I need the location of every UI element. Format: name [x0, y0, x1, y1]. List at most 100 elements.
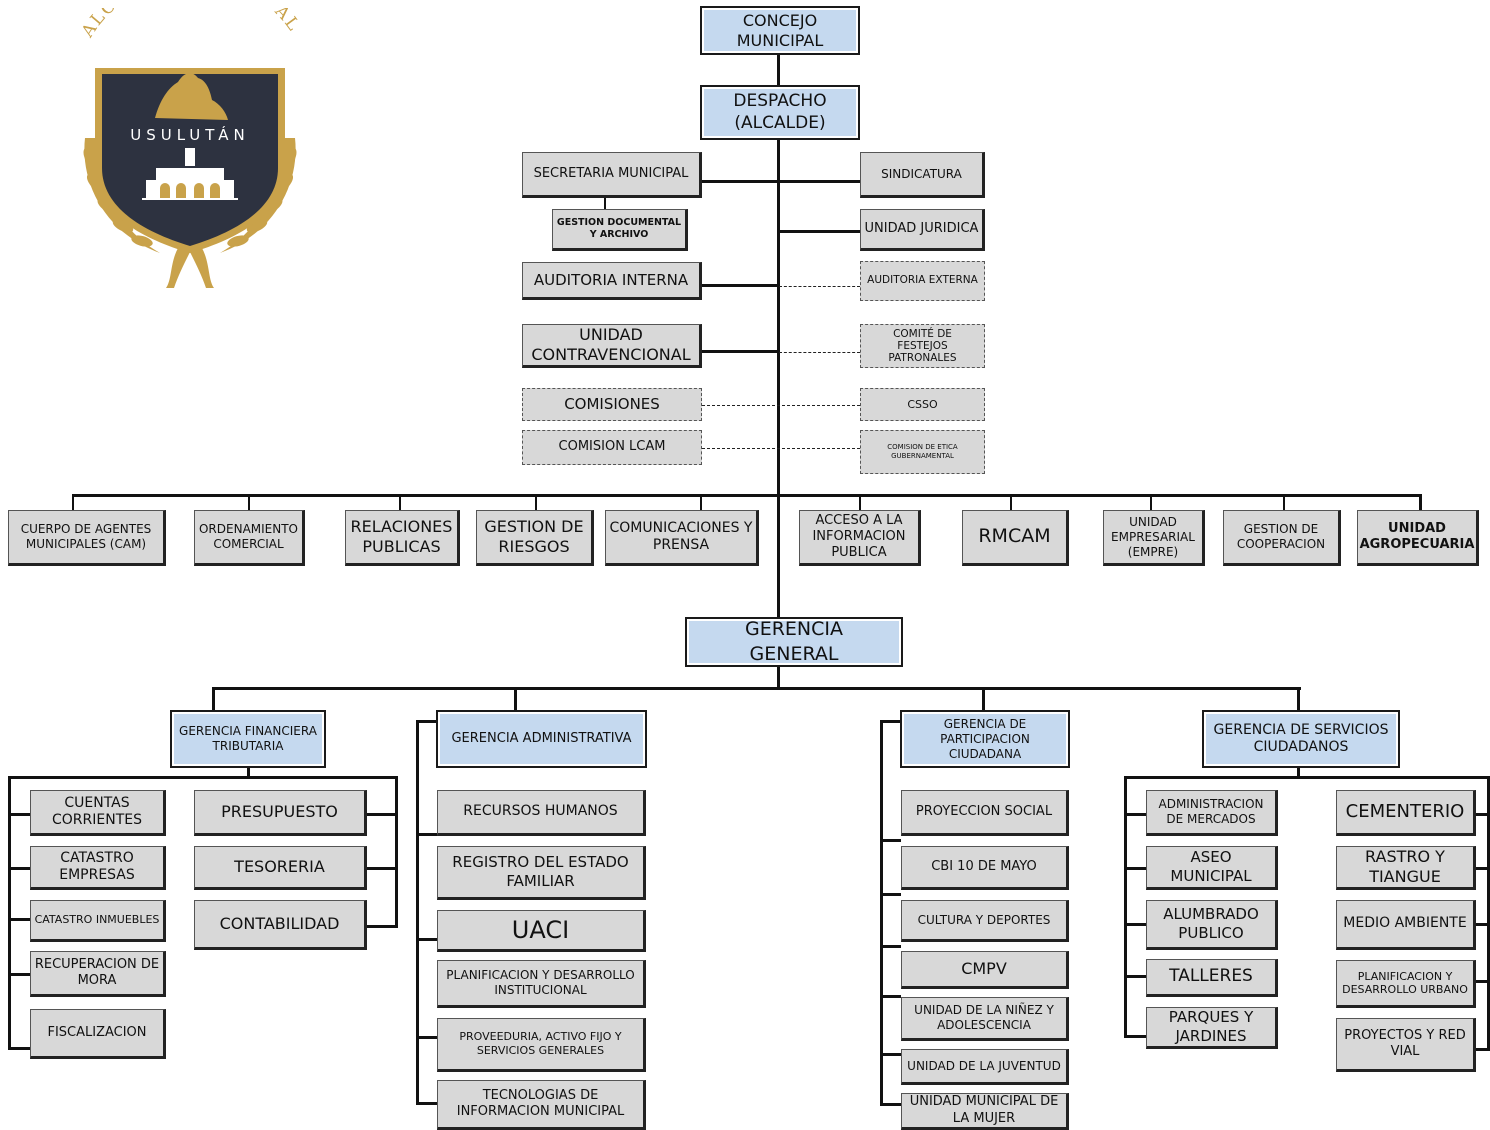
connector-line [72, 494, 1422, 497]
connector-line [416, 720, 419, 1105]
unit-rmcam-box: RMCAM [962, 510, 1069, 566]
auditoria-externa-box: AUDITORIA EXTERNA [860, 261, 985, 301]
connector-line [880, 1103, 901, 1106]
connector-line [535, 494, 537, 510]
cmpv-box: CMPV [901, 951, 1069, 989]
dashed-connector [702, 405, 860, 406]
logo-city-text: USULUTÁN [130, 125, 250, 144]
connector-line [1124, 975, 1146, 978]
connector-line [416, 1036, 437, 1039]
recursos-humanos-box: RECURSOS HUMANOS [437, 790, 646, 836]
connector-line [700, 494, 702, 510]
connector-line [416, 720, 437, 723]
presupuesto-box: PRESUPUESTO [194, 790, 367, 836]
connector-line [8, 1047, 30, 1050]
comision-etica-box: COMISION DE ETICA GUBERNAMENTAL [860, 430, 985, 474]
gerencia-participacion-box: GERENCIA DE PARTICIPACION CIUDADANA [901, 711, 1069, 767]
cultura-deportes-box: CULTURA Y DEPORTES [901, 900, 1069, 942]
despacho-alcalde-box: DESPACHO (ALCALDE) [701, 86, 859, 139]
gerencia-servicios-box: GERENCIA DE SERVICIOS CIUDADANOS [1203, 711, 1399, 767]
connector-line [702, 180, 860, 183]
dashed-connector [702, 448, 860, 449]
logo-arc-text: ALCALDIA MUNICIPAL [77, 0, 302, 42]
connector-line [702, 350, 779, 353]
connector-line [8, 918, 30, 921]
proyectos-red-vial-box: PROYECTOS Y RED VIAL [1336, 1018, 1476, 1072]
connector-line [1124, 813, 1146, 816]
connector-line [1010, 494, 1012, 510]
planificacion-urbano-box: PLANIFICACION Y DESARROLLO URBANO [1336, 960, 1476, 1008]
unit-cam-box: CUERPO DE AGENTES MUNICIPALES (CAM) [8, 510, 166, 566]
connector-line [779, 230, 860, 233]
connector-line [247, 767, 250, 777]
unidad-ninez-box: UNIDAD DE LA NIÑEZ Y ADOLESCENCIA [901, 997, 1069, 1041]
connector-line [1124, 776, 1127, 1038]
connector-line [1419, 494, 1422, 510]
svg-text:ALCALDIA MUNICIPAL: ALCALDIA MUNICIPAL [77, 8, 304, 42]
uaci-box: UACI [437, 910, 646, 952]
connector-line [1124, 923, 1146, 926]
connector-line [1476, 867, 1490, 870]
gerencia-general-box: GERENCIA GENERAL [686, 618, 902, 666]
concejo-municipal-box: CONCEJO MUNICIPAL [701, 7, 859, 54]
unit-acceso-box: ACCESO A LA INFORMACION PUBLICA [799, 510, 921, 566]
connector-line [604, 198, 606, 210]
catastro-empresas-box: CATASTRO EMPRESAS [30, 846, 166, 890]
connector-line [1124, 776, 1490, 779]
unit-ordenamiento-box: ORDENAMIENTO COMERCIAL [194, 510, 305, 566]
connector-line [1124, 867, 1146, 870]
unidad-juventud-box: UNIDAD DE LA JUVENTUD [901, 1049, 1069, 1085]
connector-line [8, 813, 30, 816]
contabilidad-box: CONTABILIDAD [194, 900, 367, 950]
connector-line [248, 494, 250, 510]
connector-line [395, 776, 398, 928]
rastro-box: RASTRO Y TIANGUE [1336, 846, 1476, 890]
gerencia-administrativa-box: GERENCIA ADMINISTRATIVA [437, 711, 646, 767]
connector-line [399, 494, 401, 510]
connector-line [880, 839, 901, 842]
connector-line [1476, 813, 1490, 816]
dashed-connector [779, 352, 860, 353]
tesoreria-box: TESORERIA [194, 846, 367, 890]
connector-line [367, 925, 397, 928]
connector-line [8, 973, 30, 976]
alumbrado-box: ALUMBRADO PUBLICO [1146, 900, 1278, 950]
connector-line [1150, 494, 1152, 510]
proyeccion-social-box: PROYECCION SOCIAL [901, 790, 1069, 836]
tecnologias-box: TECNOLOGIAS DE INFORMACION MUNICIPAL [437, 1080, 646, 1130]
planificacion-institucional-box: PLANIFICACION Y DESARROLLO INSTITUCIONAL [437, 960, 646, 1008]
unit-agropecuaria-box: UNIDAD AGROPECUARIA [1357, 510, 1479, 566]
connector-line [880, 720, 901, 723]
connector-line [212, 687, 1301, 690]
cuentas-corrientes-box: CUENTAS CORRIENTES [30, 790, 166, 836]
connector-line [880, 945, 901, 948]
unit-riesgos-box: GESTION DE RIESGOS [476, 510, 594, 566]
connector-line [367, 813, 397, 816]
unit-relaciones-box: RELACIONES PUBLICAS [345, 510, 460, 566]
municipal-logo: ALCALDIA MUNICIPAL USULUTÁN [60, 0, 320, 293]
connector-line [702, 284, 779, 287]
recuperacion-mora-box: RECUPERACION DE MORA [30, 951, 166, 997]
connector-line [514, 687, 517, 711]
unit-cooperacion-box: GESTION DE COOPERACION [1223, 510, 1341, 566]
secretaria-municipal-box: SECRETARIA MUNICIPAL [522, 152, 702, 198]
connector-line [416, 938, 437, 941]
comite-festejos-box: COMITÉ DE FESTEJOS PATRONALES [860, 324, 985, 368]
unidad-contravencional-box: UNIDAD CONTRAVENCIONAL [522, 324, 702, 368]
registro-familiar-box: REGISTRO DEL ESTADO FAMILIAR [437, 846, 646, 900]
comision-lcam-box: COMISION LCAM [522, 430, 702, 465]
unit-empre-box: UNIDAD EMPRESARIAL (EMPRE) [1103, 510, 1205, 566]
connector-line [212, 687, 215, 711]
connector-line [859, 494, 861, 510]
connector-line [1297, 687, 1300, 711]
medio-ambiente-box: MEDIO AMBIENTE [1336, 900, 1476, 950]
gerencia-financiera-box: GERENCIA FINANCIERA TRIBUTARIA [171, 711, 325, 767]
connector-line [880, 720, 883, 1106]
csso-box: CSSO [860, 388, 985, 421]
connector-line [416, 1102, 437, 1105]
comisiones-box: COMISIONES [522, 388, 702, 421]
sindicatura-box: SINDICATURA [860, 152, 985, 198]
connector-line [1476, 980, 1490, 983]
connector-line [880, 1053, 901, 1056]
connector-line [1283, 494, 1285, 510]
